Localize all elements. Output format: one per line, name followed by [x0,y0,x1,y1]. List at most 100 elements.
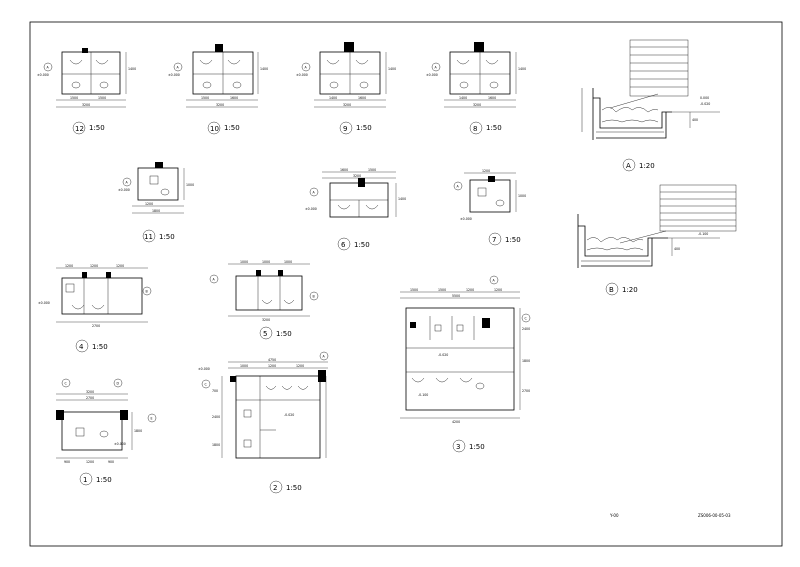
svg-text:3200: 3200 [86,390,94,394]
svg-text:A: A [435,66,438,70]
svg-text:1:50: 1:50 [356,124,372,132]
svg-text:E: E [151,417,153,421]
svg-text:1000: 1000 [284,260,292,264]
svg-text:A: A [457,185,460,189]
svg-text:±0.000: ±0.000 [460,217,472,221]
svg-text:1:50: 1:50 [469,443,485,451]
svg-text:1600: 1600 [230,96,238,100]
svg-text:-0.100: -0.100 [418,393,428,397]
svg-text:1200: 1200 [90,264,98,268]
svg-text:±0.000: ±0.000 [426,73,438,77]
svg-text:2400: 2400 [522,327,530,331]
svg-text:1:50: 1:50 [89,124,105,132]
svg-text:1800: 1800 [212,443,220,447]
svg-text:1400: 1400 [518,67,526,71]
svg-text:1:50: 1:50 [159,233,175,241]
svg-text:1500: 1500 [410,288,418,292]
svg-text:1:20: 1:20 [639,162,655,170]
svg-text:±0.000: ±0.000 [37,73,49,77]
svg-text:1200: 1200 [482,169,490,173]
svg-text:1200: 1200 [145,202,153,206]
svg-text:±0.000: ±0.000 [296,73,308,77]
section-a: 0.000 -0.020 400 A 1:20 [581,39,720,172]
svg-text:1:50: 1:50 [354,241,370,249]
svg-text:C: C [525,317,528,321]
svg-text:1400: 1400 [459,96,467,100]
section-b: -0.100 400 B 1:20 [577,184,737,296]
svg-text:3: 3 [456,443,460,451]
svg-text:1500: 1500 [201,96,209,100]
svg-text:1600: 1600 [488,96,496,100]
svg-text:±0.000: ±0.000 [118,188,130,192]
svg-text:2700: 2700 [522,389,530,393]
svg-text:10: 10 [210,125,219,133]
svg-text:B: B [609,286,614,294]
svg-text:A: A [126,181,129,185]
svg-text:1500: 1500 [70,96,78,100]
svg-text:12: 12 [75,125,84,133]
corner-mark: Y-00 [609,513,619,518]
svg-text:A: A [323,355,326,359]
svg-text:4200: 4200 [452,420,460,424]
svg-text:1200: 1200 [116,264,124,268]
svg-text:9: 9 [343,125,347,133]
svg-text:±0.000: ±0.000 [114,442,126,446]
svg-text:900: 900 [108,460,114,464]
svg-text:3200: 3200 [82,103,90,107]
svg-text:A: A [305,66,308,70]
svg-text:A: A [47,66,50,70]
svg-text:1:50: 1:50 [276,330,292,338]
svg-text:±0.000: ±0.000 [168,73,180,77]
svg-text:900: 900 [64,460,70,464]
svg-text:A: A [493,279,496,283]
svg-text:1:50: 1:50 [92,343,108,351]
svg-text:400: 400 [674,247,680,251]
svg-text:1200: 1200 [86,460,94,464]
svg-text:1:50: 1:50 [96,476,112,484]
svg-text:-0.020: -0.020 [438,353,448,357]
svg-text:7: 7 [492,236,496,244]
svg-text:1600: 1600 [340,168,348,172]
svg-text:1000: 1000 [240,260,248,264]
svg-text:1800: 1800 [522,359,530,363]
svg-text:6: 6 [341,241,346,249]
sheet-border [29,21,783,547]
svg-text:0.000: 0.000 [700,96,709,100]
svg-text:3200: 3200 [343,103,351,107]
svg-text:3200: 3200 [473,103,481,107]
svg-text:1:50: 1:50 [224,124,240,132]
svg-text:D: D [117,382,120,386]
svg-text:2700: 2700 [86,396,94,400]
svg-text:B: B [146,290,148,294]
svg-text:A: A [213,278,216,282]
svg-text:3200: 3200 [262,318,270,322]
svg-text:1200: 1200 [268,364,276,368]
svg-text:1800: 1800 [134,429,142,433]
svg-text:700: 700 [212,389,218,393]
drawing-code: ZS006-00-05-03 [698,513,731,518]
svg-text:2700: 2700 [92,324,100,328]
svg-text:-0.100: -0.100 [698,232,708,236]
plan-7: 1200 1000 A ±0.000 7 1:50 [453,169,526,246]
svg-text:1500: 1500 [98,96,106,100]
svg-text:±0.000: ±0.000 [38,301,50,305]
svg-text:4750: 4750 [268,358,276,362]
svg-text:1400: 1400 [329,96,337,100]
svg-text:11: 11 [144,233,153,241]
svg-text:1:50: 1:50 [486,124,502,132]
svg-text:±0.000: ±0.000 [198,367,210,371]
svg-text:1600: 1600 [358,96,366,100]
svg-text:5500: 5500 [452,294,460,298]
svg-text:1000: 1000 [240,364,248,368]
svg-text:1800: 1800 [152,209,160,213]
svg-text:A: A [626,162,631,170]
svg-text:B: B [313,295,315,299]
